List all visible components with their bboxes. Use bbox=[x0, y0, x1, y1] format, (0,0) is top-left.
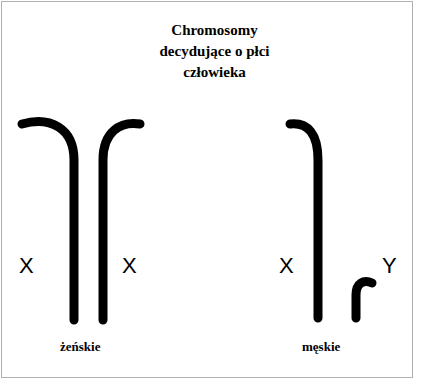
frame bbox=[2, 2, 413, 378]
chromosome-letter: Y bbox=[382, 254, 397, 278]
chromosome-letter: X bbox=[19, 254, 34, 278]
chromosome-letter: X bbox=[122, 254, 137, 278]
x-chromosome bbox=[290, 124, 318, 318]
group-caption: żeńskie bbox=[60, 339, 100, 355]
y-chromosome bbox=[356, 282, 372, 319]
diagram-title: Chromosomy decydujące o płci człowieka bbox=[137, 20, 292, 83]
group-caption: męskie bbox=[302, 339, 340, 355]
x-chromosome bbox=[22, 122, 74, 320]
x-chromosome bbox=[103, 124, 140, 320]
chromosome-letter: X bbox=[279, 254, 294, 278]
